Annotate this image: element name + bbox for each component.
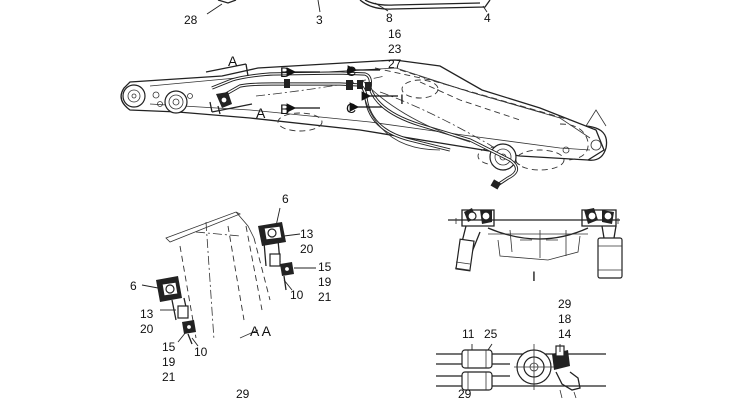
section-a-top-label: A (228, 53, 238, 69)
section-c-top-label: C (346, 63, 356, 79)
aa-part-13-lower: 13 (140, 307, 154, 321)
br-part-25: 25 (484, 327, 498, 341)
detail-aa-label: A A (250, 323, 272, 339)
part-3-label: 3 (316, 13, 323, 27)
section-c-bottom-label: C (346, 100, 356, 116)
part-28-label: 28 (184, 13, 198, 27)
part-16-label: 16 (388, 27, 402, 41)
aa-part-29-bottom: 29 (236, 387, 250, 400)
part-27-label: 27 (388, 57, 402, 71)
part-8-label: 8 (386, 11, 393, 25)
aa-part-20-upper: 20 (300, 242, 314, 256)
br-part-18: 18 (558, 312, 572, 326)
boom-main-view (120, 59, 608, 171)
aa-part-10-lower: 10 (194, 345, 208, 359)
section-b-top-label: B (280, 64, 289, 80)
section-markers: A A B B C C I (205, 53, 404, 121)
br-part-11: 11 (462, 327, 475, 341)
section-i-arrow-label: I (400, 91, 404, 107)
aa-part-19-upper: 19 (318, 275, 332, 289)
aa-part-15-upper: 15 (318, 260, 332, 274)
part-23-label: 23 (388, 42, 402, 56)
section-a-bottom-label: A (256, 105, 266, 121)
br-part-29-bottom: 29 (458, 387, 472, 400)
aa-part-20-lower: 20 (140, 322, 154, 336)
detail-aa-view: 6 13 20 15 19 21 10 6 13 20 15 19 21 10 … (130, 192, 332, 400)
boom-hoses (211, 71, 519, 190)
aa-part-19-lower: 19 (162, 355, 176, 369)
top-callouts: 28 3 8 16 23 27 4 (184, 11, 491, 71)
top-partial-view (206, 0, 491, 15)
detail-bottom-right-view: 29 18 14 11 25 29 (436, 297, 606, 400)
aa-part-21-upper: 21 (318, 290, 332, 304)
aa-part-10-upper: 10 (290, 288, 304, 302)
aa-part-21-lower: 21 (162, 370, 176, 384)
br-part-29-top: 29 (558, 297, 572, 311)
br-part-14: 14 (558, 327, 572, 341)
detail-i-label: I (532, 268, 536, 284)
aa-part-13-upper: 13 (300, 227, 314, 241)
detail-i-view: I (448, 208, 623, 284)
aa-part-6-upper: 6 (282, 192, 289, 206)
part-4-label: 4 (484, 11, 491, 25)
section-b-bottom-label: B (280, 101, 289, 117)
aa-part-6-lower: 6 (130, 279, 137, 293)
aa-part-15-lower: 15 (162, 340, 176, 354)
